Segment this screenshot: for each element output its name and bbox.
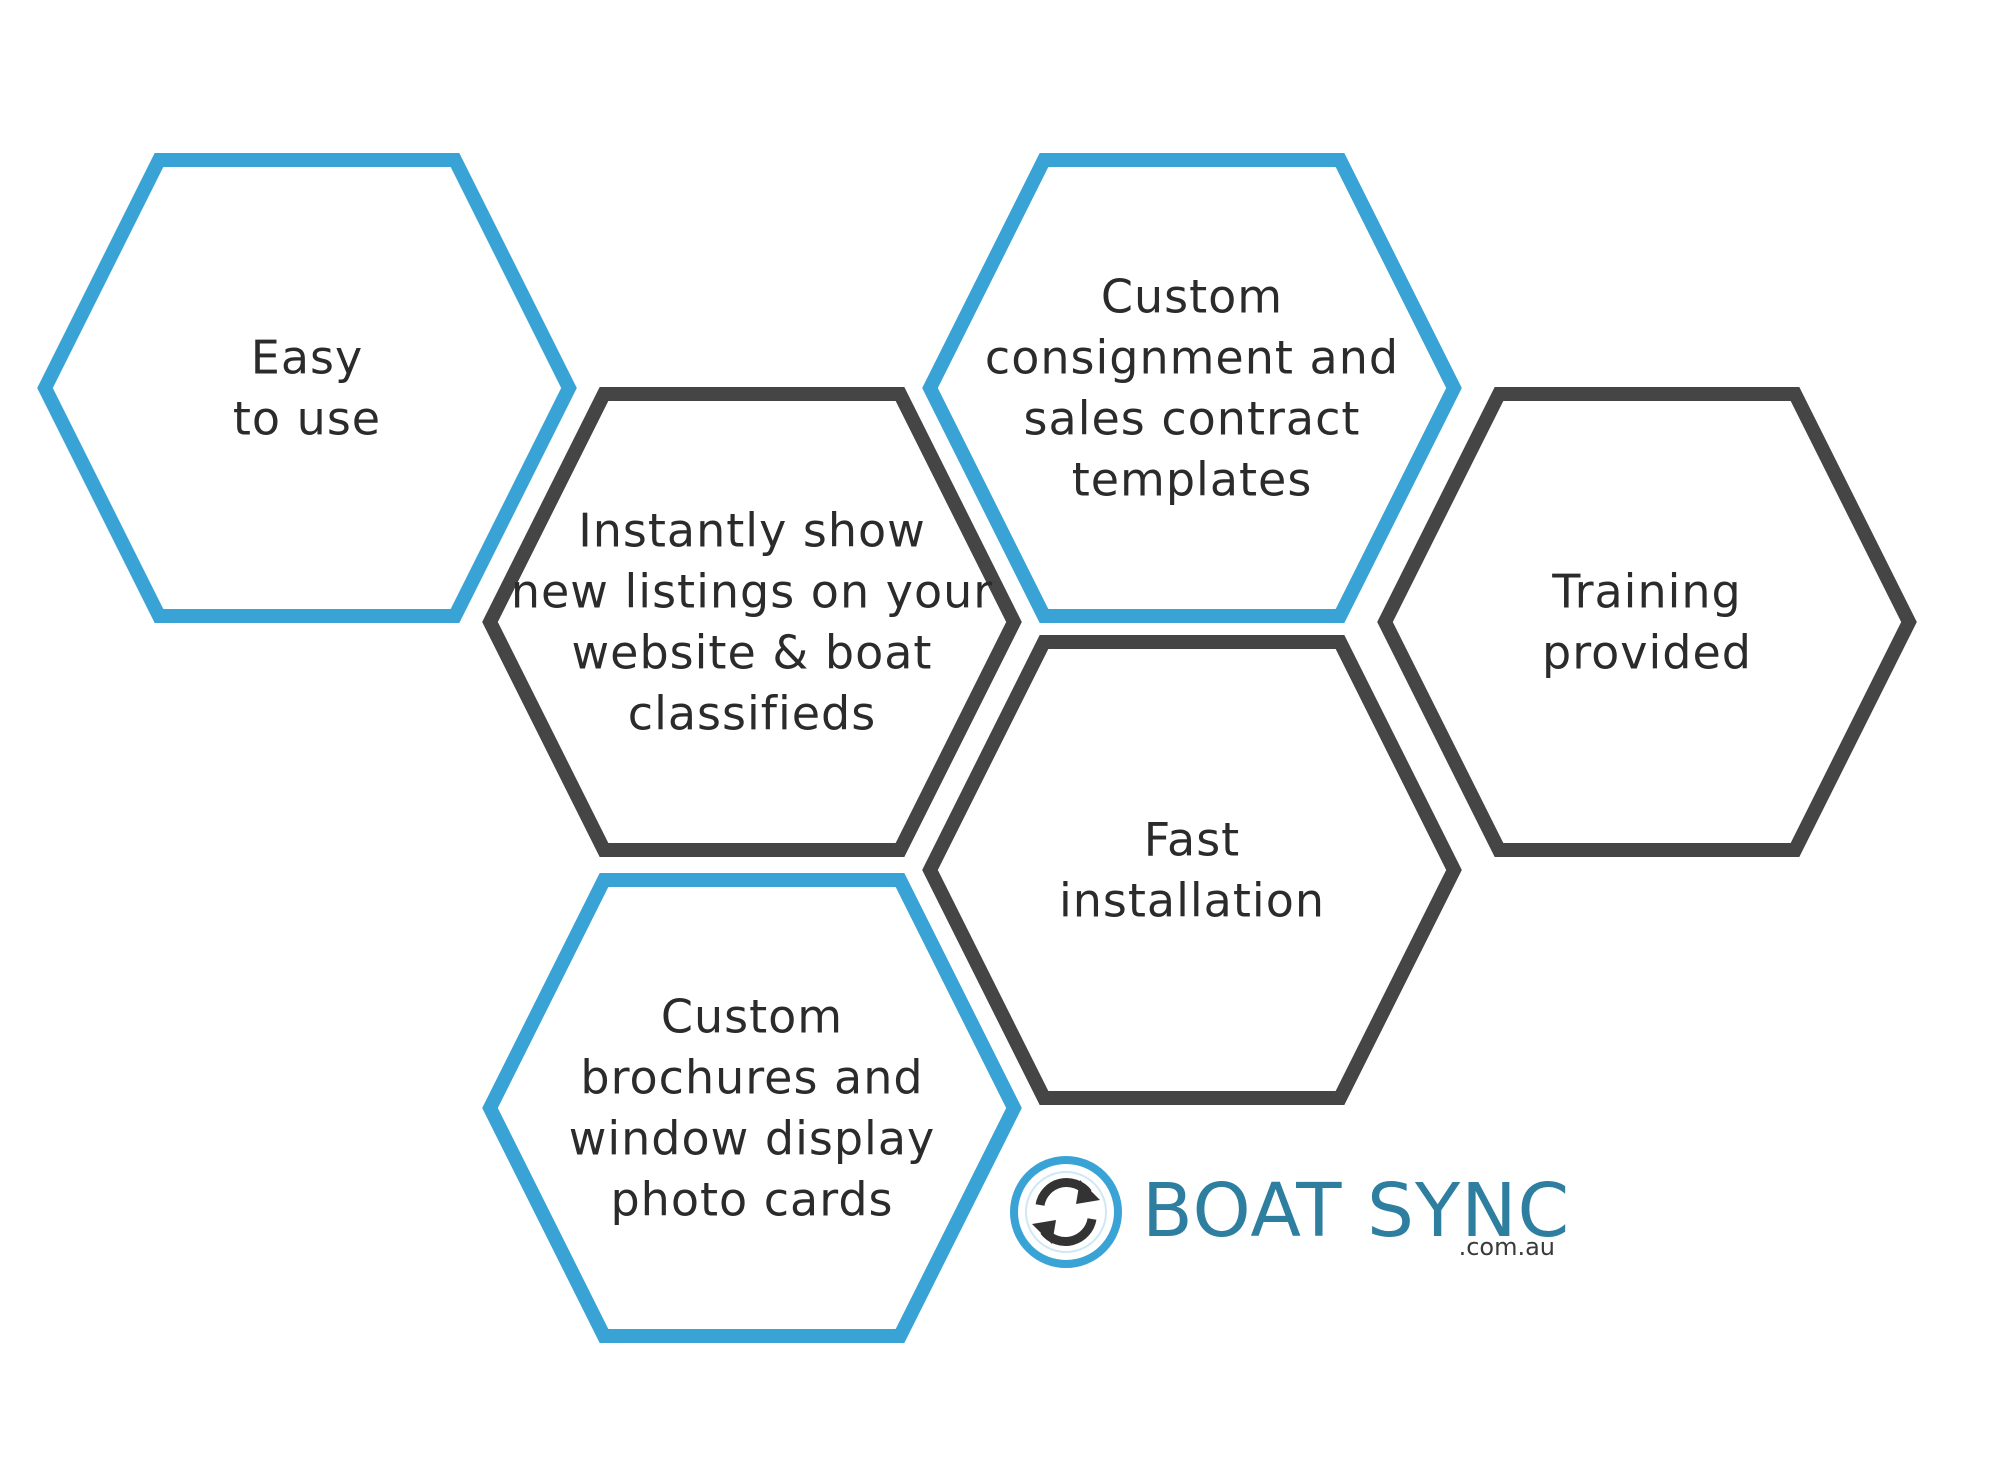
hexagon-custom-consignment: Custom consignment and sales contract templ…: [922, 153, 1462, 623]
hexagon-outline: [922, 153, 1462, 623]
hexagon-label-line: Fast: [1144, 813, 1240, 867]
hexagon-label-line: Training: [1551, 565, 1742, 619]
hexagon-label-line: Custom: [1101, 270, 1283, 324]
logo-wordmark: BOAT SYNC: [1142, 1168, 1570, 1254]
hexagon-label-line: classifieds: [628, 687, 876, 741]
hexagon-label-line: website & boat: [572, 626, 933, 680]
hexagon-outline: [482, 387, 1022, 857]
sync-arrows-icon: [1010, 1156, 1122, 1268]
hexagon-easy-to-use: Easy to use: [37, 153, 577, 623]
hexagon-outline: [1377, 387, 1917, 857]
hexagon-label-line: installation: [1059, 874, 1325, 928]
logo-domain: .com.au: [1459, 1233, 1555, 1261]
hexagon-label-line: window display: [569, 1112, 935, 1166]
hexagon-outline: [922, 635, 1462, 1105]
hexagon-instantly-show: Instantly show new listings on your websit…: [482, 387, 1022, 857]
hexagon-label-line: Custom: [661, 990, 843, 1044]
hexagon-label-line: brochures and: [580, 1051, 923, 1105]
hexagon-training-provided: Training provided: [1377, 387, 1917, 857]
hexagon-label-line: photo cards: [610, 1173, 893, 1227]
hexagon-outline: [37, 153, 577, 623]
hexagon-label-line: Easy: [251, 331, 363, 385]
hexagon-label-line: templates: [1072, 453, 1313, 507]
hexagon-label-line: new listings on your: [511, 565, 993, 619]
boat-sync-logo: BOAT SYNC .com.au: [1010, 1156, 1570, 1268]
hexagon-custom-brochures: Custom brochures and window display photo c…: [482, 873, 1022, 1343]
hexagon-outline: [482, 873, 1022, 1343]
hexagon-label-line: provided: [1542, 626, 1752, 680]
hexagon-label-line: sales contract: [1024, 392, 1361, 446]
hexagon-label-line: to use: [233, 392, 381, 446]
hexagon-label-line: Instantly show: [578, 504, 926, 558]
hexagon-fast-installation: Fast installation: [922, 635, 1462, 1105]
hexagon-label-line: consignment and: [985, 331, 1399, 385]
